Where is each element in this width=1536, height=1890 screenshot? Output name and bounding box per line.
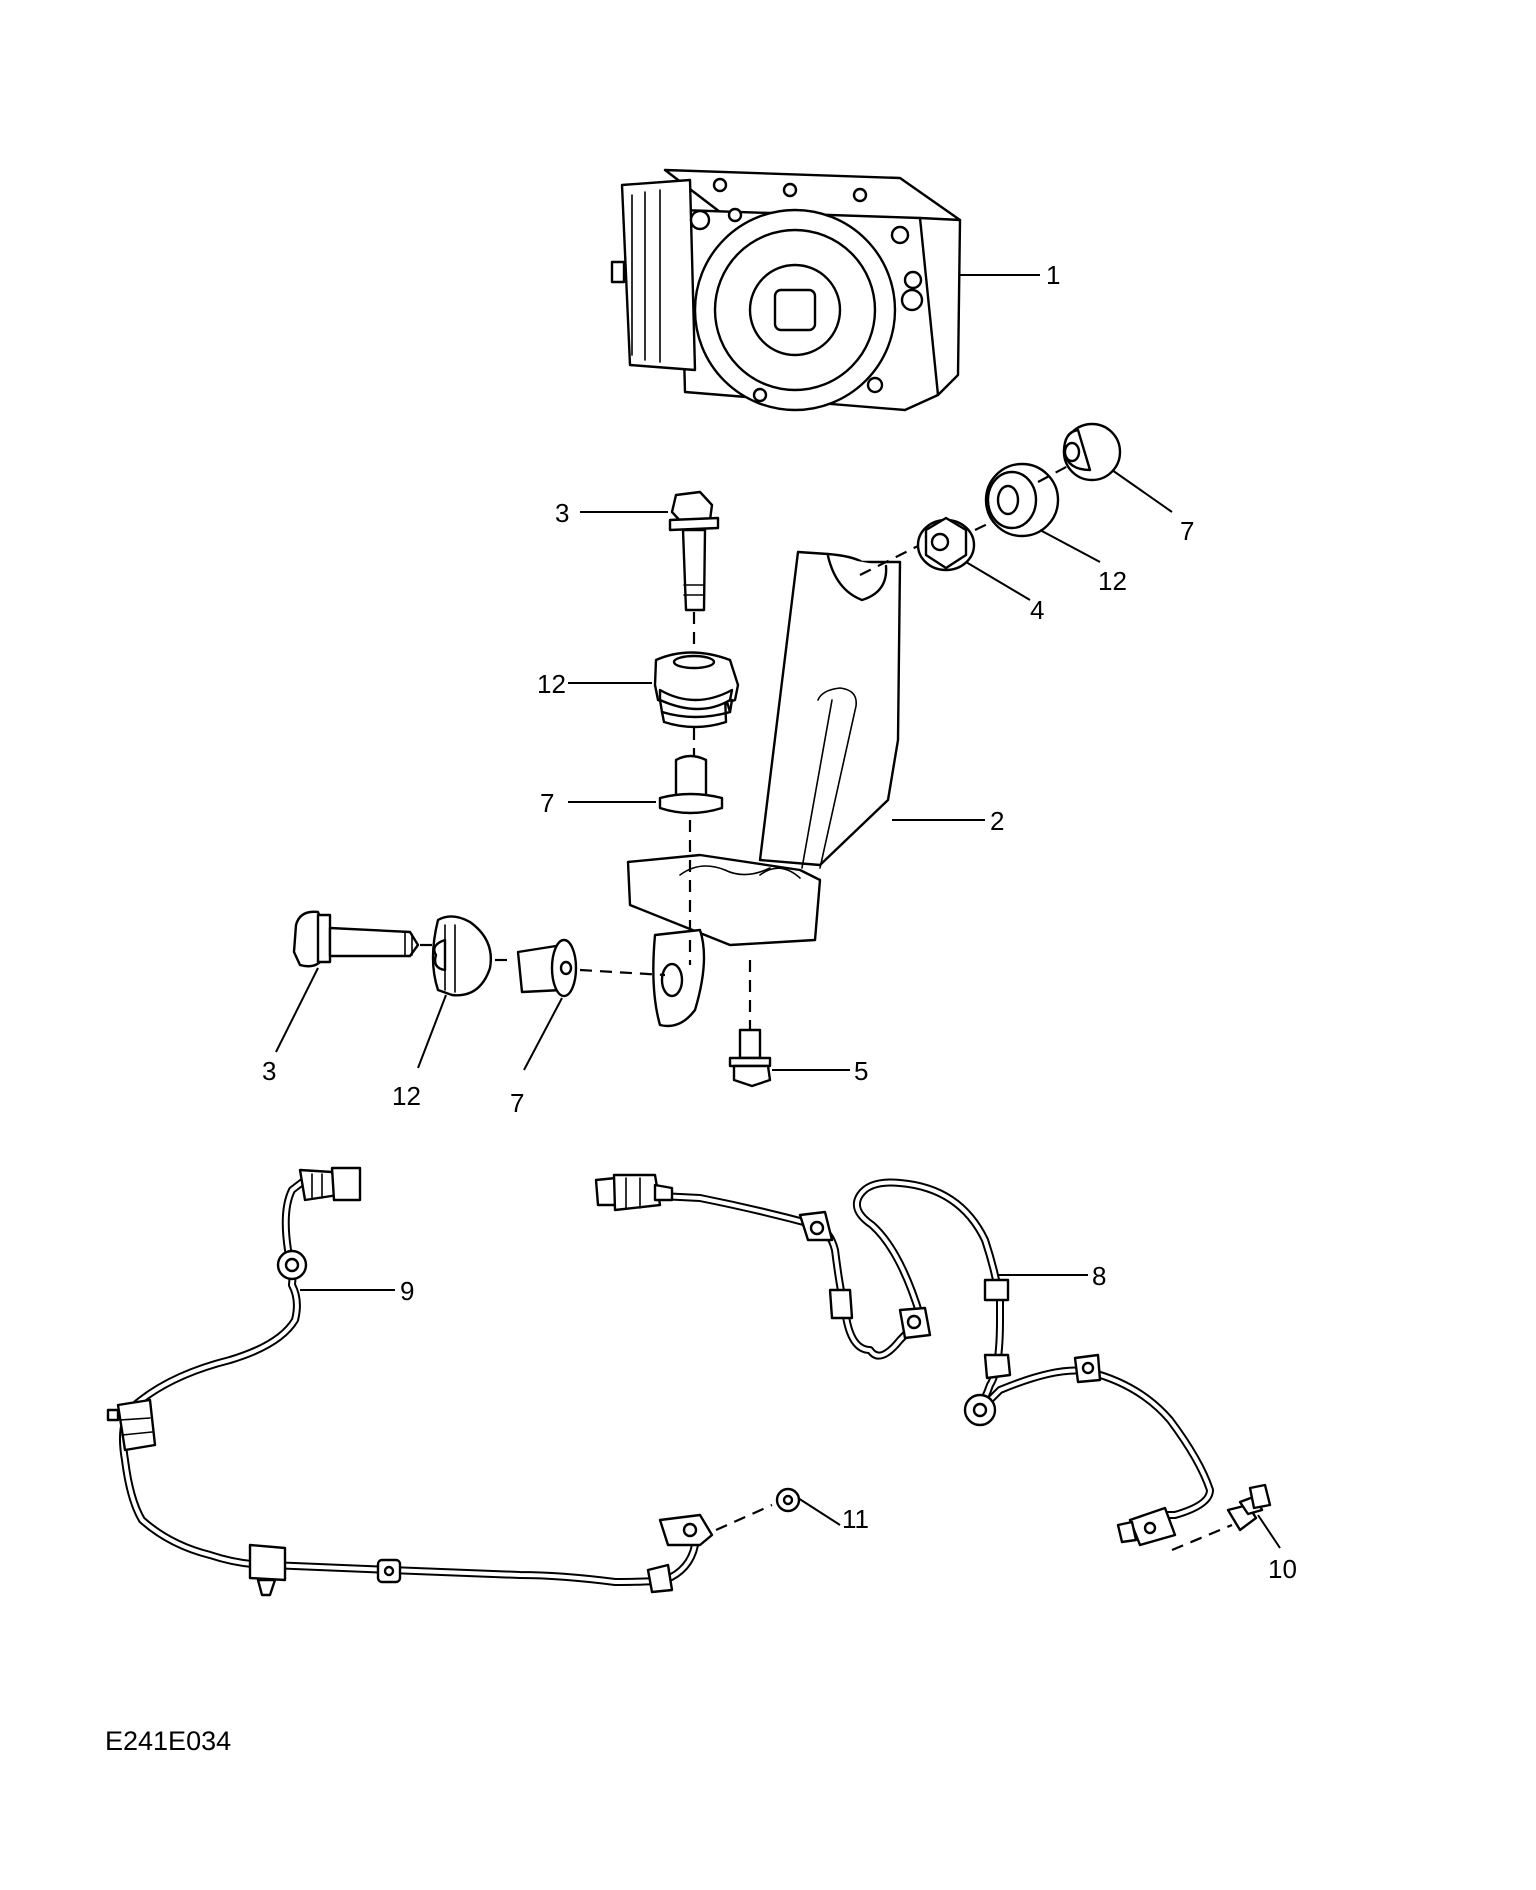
side-sleeve-7: [516, 938, 578, 998]
callout-8: 8: [1092, 1261, 1106, 1291]
callout-9: 9: [400, 1276, 414, 1306]
bolt-10: [1226, 1483, 1272, 1532]
callout-3b: 3: [262, 1056, 276, 1086]
upper-sleeve-7: [1062, 422, 1122, 482]
callout-1: 1: [1046, 260, 1060, 290]
callout-7c: 7: [1180, 516, 1194, 546]
callout-12a: 12: [537, 669, 566, 699]
figure-reference: E241E034: [105, 1726, 231, 1756]
callout-7a: 7: [540, 788, 554, 818]
vertical-sleeve-7: [658, 754, 724, 815]
abs-modulator-unit: [610, 168, 962, 412]
vertical-grommet-12: [653, 651, 740, 729]
callout-2: 2: [990, 806, 1004, 836]
callout-11: 11: [842, 1504, 869, 1534]
callout-5: 5: [854, 1056, 868, 1086]
flange-nut-4: [916, 516, 976, 572]
side-grommet-12: [431, 915, 492, 997]
callout-12b: 12: [392, 1081, 421, 1111]
upper-grommet-12: [984, 462, 1060, 538]
callout-10: 10: [1268, 1554, 1297, 1584]
side-bolt-3: [292, 910, 420, 968]
vertical-bolt-3: [668, 490, 720, 612]
mounting-bracket: [626, 550, 902, 1028]
callout-12c: 12: [1098, 566, 1127, 596]
callout-4: 4: [1030, 595, 1044, 625]
lower-bolt-5: [728, 1028, 772, 1088]
sensor-harness-left: [106, 1166, 714, 1597]
callout-3a: 3: [555, 498, 569, 528]
callout-7b: 7: [510, 1088, 524, 1118]
sensor-harness-right: [594, 1173, 1214, 1547]
screw-11: [775, 1487, 801, 1513]
